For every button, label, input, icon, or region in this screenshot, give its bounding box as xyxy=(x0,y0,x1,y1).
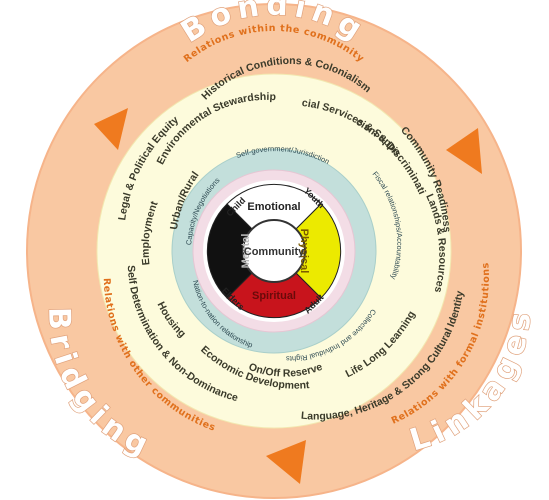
svg-text:On/Off Reserve: On/Off Reserve xyxy=(247,361,324,380)
outer-ring-border xyxy=(26,3,522,499)
triangle-arrow-left-icon xyxy=(94,108,128,150)
emotional-label: Emotional xyxy=(247,201,300,213)
triangle-arrow-right-icon xyxy=(446,128,482,174)
physical-label: Physical xyxy=(298,229,310,274)
physical-quadrant xyxy=(273,203,342,299)
spiritual-quadrant xyxy=(226,250,322,319)
emotional-quadrant xyxy=(226,183,322,252)
mental-label: Mental xyxy=(240,234,252,269)
mental-quadrant xyxy=(206,203,275,299)
community-label: Community xyxy=(244,246,305,258)
on-off-reserve-label: On/Off Reserve xyxy=(247,361,324,380)
triangle-arrow-bottom-icon xyxy=(266,440,306,484)
community-center xyxy=(242,219,306,283)
spiritual-label: Spiritual xyxy=(252,290,296,302)
